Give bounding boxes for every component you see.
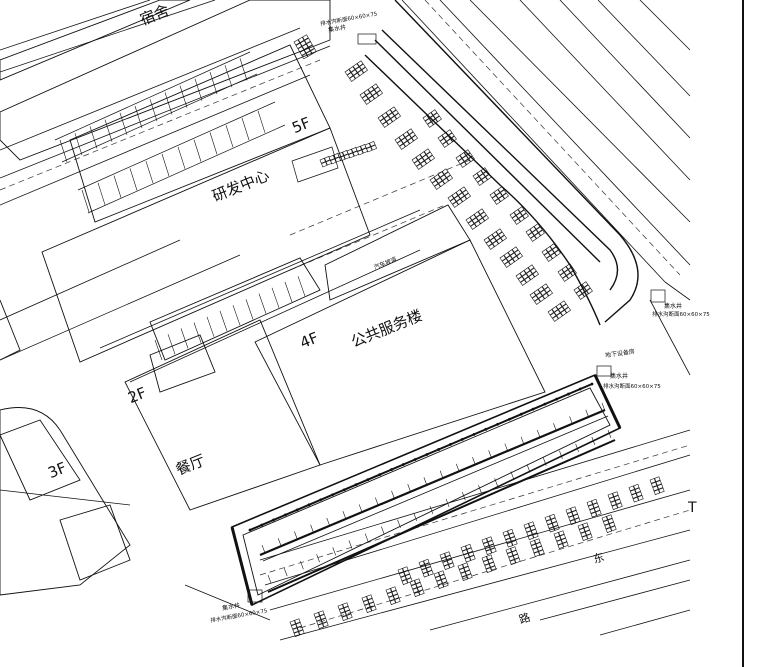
sump-symbol-mid	[596, 365, 612, 377]
west-building-floors-label: 3F	[45, 459, 69, 482]
dormitory-building	[0, 0, 331, 161]
note-top-left: 集水井	[327, 23, 346, 34]
edge-mark-label: T	[687, 500, 697, 516]
sump-symbol-top	[357, 33, 377, 45]
bottom-parking-stalls	[289, 476, 665, 637]
public-service-building	[149, 204, 546, 466]
note-mid-sub: 排水沟断面60×60×75	[603, 382, 661, 390]
sump-symbol-right	[650, 289, 666, 303]
road-lines	[0, 0, 691, 641]
ps-floors-label: 4F	[297, 329, 321, 352]
canteen-building	[124, 319, 321, 511]
parking-structure	[230, 373, 622, 607]
top-parking-stalls	[293, 34, 378, 168]
rd-floors-label: 5F	[289, 114, 313, 137]
sump-symbol-bottom	[247, 589, 263, 603]
note-right: 集水井	[664, 302, 682, 310]
parking-lot-outline	[364, 0, 639, 326]
note-mid: 集水井	[610, 372, 628, 380]
drawing-frame-border	[742, 0, 744, 667]
note-bottom: 集水井	[222, 601, 241, 612]
canteen-floors-label: 2F	[125, 384, 149, 407]
dashed-lines	[0, 0, 691, 629]
curved-parking-stalls	[344, 60, 593, 322]
road-suffix-label: 东	[591, 550, 605, 566]
small-stall-block	[291, 146, 339, 183]
west-building	[0, 299, 131, 596]
rd-center-building	[41, 44, 371, 363]
road-name-label: 路	[517, 611, 531, 627]
note-right-sub: 排水沟断面60×60×75	[652, 310, 710, 318]
